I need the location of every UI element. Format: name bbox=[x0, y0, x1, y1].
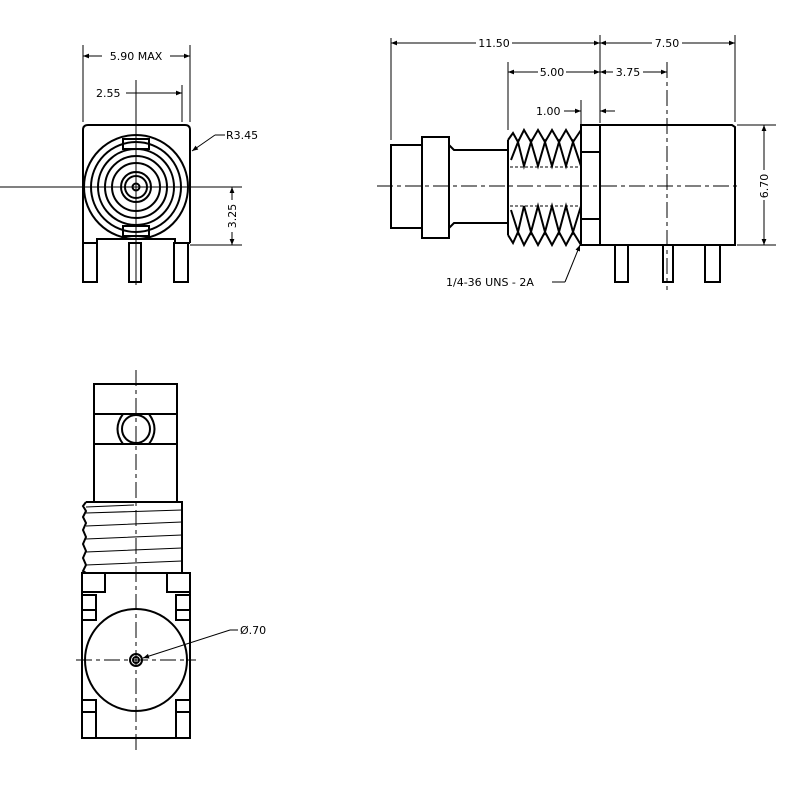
corner-notches bbox=[82, 573, 190, 738]
flange-dim: 1.00 bbox=[536, 105, 561, 118]
body-length-dim: 7.50 bbox=[655, 37, 680, 50]
length-dim: 11.50 bbox=[478, 37, 510, 50]
thread-spec-label: 1/4-36 UNS - 2A bbox=[446, 276, 534, 289]
hex-nut bbox=[421, 136, 450, 239]
thread-length-dim: 5.00 bbox=[540, 66, 565, 79]
plug-circle bbox=[121, 414, 151, 444]
side-legs bbox=[614, 244, 721, 283]
thread-section bbox=[507, 127, 582, 248]
pin-offset-dim: 3.75 bbox=[616, 66, 641, 79]
height-dim: 6.70 bbox=[758, 174, 771, 199]
front-view: 5.90 MAX 2.55 R3.45 3.25 bbox=[0, 45, 258, 285]
front-radius-dim: R3.45 bbox=[226, 129, 258, 142]
front-offset-dim: 2.55 bbox=[96, 87, 121, 100]
flange-top bbox=[580, 124, 601, 153]
side-view: 11.50 7.50 5.00 3.75 1.00 6.70 1/4-36 UN… bbox=[377, 35, 776, 290]
pin-diameter-dim: Ø.70 bbox=[240, 624, 266, 637]
bottom-thread bbox=[81, 501, 183, 574]
front-height-dim: 3.25 bbox=[226, 204, 239, 229]
nut-recess bbox=[116, 413, 156, 445]
front-legs bbox=[82, 242, 189, 283]
front-width-dim: 5.90 MAX bbox=[110, 50, 163, 63]
bottom-view: Ø.70 bbox=[76, 370, 266, 752]
flange-bottom bbox=[580, 218, 601, 246]
